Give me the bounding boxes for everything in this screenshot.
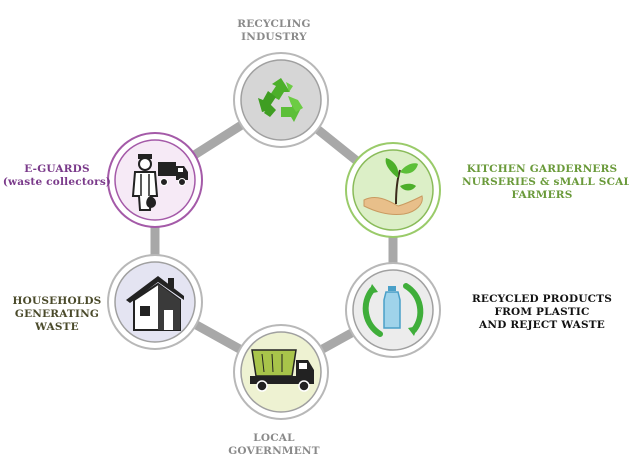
recycle-icon xyxy=(258,78,303,122)
label-line: WASTE xyxy=(35,321,79,333)
label-line: (waste collectors) xyxy=(2,176,112,188)
plant-in-hand-icon xyxy=(363,158,423,215)
waste-collector-icon xyxy=(131,154,188,211)
recycled-bottle-icon xyxy=(362,283,424,337)
label-line: LOCAL xyxy=(253,432,295,444)
label-line: AND REJECT WASTE xyxy=(479,319,605,331)
garbage-truck-icon xyxy=(250,349,314,392)
label-line: RECYCLED PRODUCTS xyxy=(471,293,613,305)
label-line: HOUSEHOLDS xyxy=(12,295,102,307)
node-households xyxy=(107,254,203,350)
node-kitchen-gardeners xyxy=(345,142,441,238)
label-line: GENERATING xyxy=(14,308,100,320)
label-kitchen-gardeners: KITCHEN GARDERNERS NURSERIES & sMALL SCA… xyxy=(462,163,629,202)
label-recycling-industry: RECYCLING INDUSTRY xyxy=(214,18,334,44)
label-recycled-products: RECYCLED PRODUCTS FROM PLASTIC AND REJEC… xyxy=(462,293,622,332)
node-local-government xyxy=(233,324,329,420)
label-line: INDUSTRY xyxy=(241,31,307,43)
label-line: FROM PLASTIC xyxy=(494,306,590,318)
node-e-guards xyxy=(107,132,203,228)
node-recycled-products xyxy=(345,262,441,358)
label-e-guards: E-GUARDS (waste collectors) xyxy=(2,163,112,189)
house-icon xyxy=(126,276,184,331)
label-households: HOUSEHOLDS GENERATING WASTE xyxy=(2,295,112,334)
label-local-government: LOCAL GOVERNMENT xyxy=(214,432,334,458)
label-line: FARMERS xyxy=(511,189,573,201)
label-line: GOVERNMENT xyxy=(228,445,320,457)
label-line: NURSERIES & sMALL SCALE xyxy=(462,176,629,188)
node-recycling-industry xyxy=(233,52,329,148)
label-line: E-GUARDS xyxy=(24,163,90,175)
label-line: RECYCLING xyxy=(237,18,311,30)
label-line: KITCHEN GARDERNERS xyxy=(466,163,618,175)
